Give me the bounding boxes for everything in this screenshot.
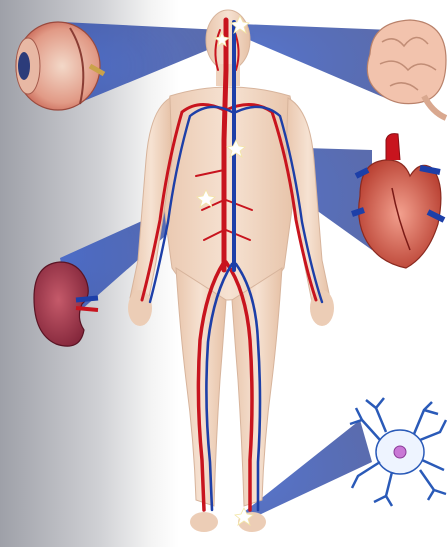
- illustration: [0, 0, 447, 547]
- circulatory-illustration: [0, 0, 447, 547]
